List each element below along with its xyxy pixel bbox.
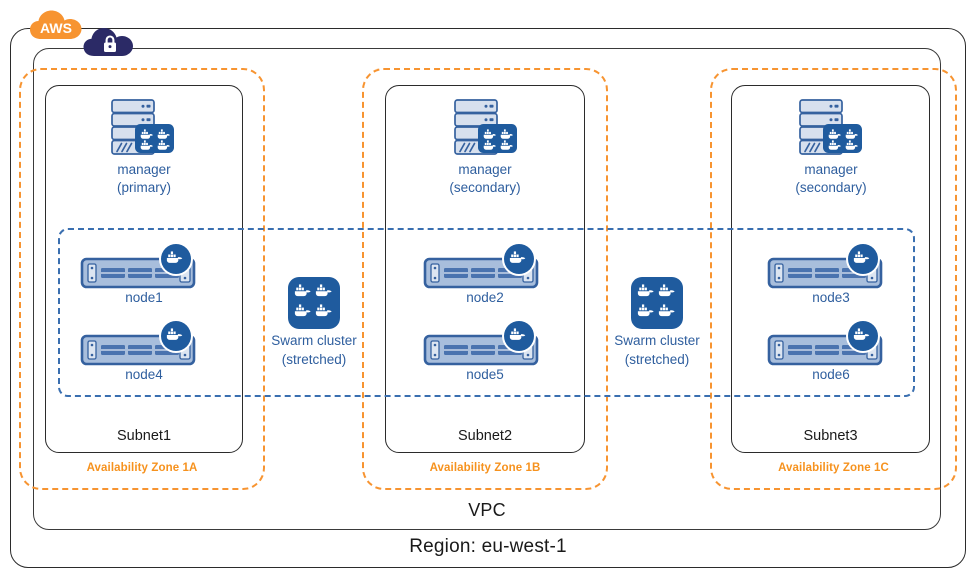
swarm-cluster-icon-1	[288, 277, 340, 329]
swarm-cluster-stretched-boundary	[58, 228, 915, 397]
subnet3-boundary	[731, 85, 930, 453]
subnet1-boundary	[45, 85, 243, 453]
node6-label: node6	[812, 367, 850, 382]
region-label: Region: eu-west-1	[409, 536, 567, 557]
node4-icon	[80, 319, 204, 376]
node1-label: node1	[125, 290, 163, 305]
manager-secondary-b-icon	[450, 98, 524, 160]
node3-icon	[767, 242, 891, 299]
manager-primary-icon	[107, 98, 181, 160]
availability-zone-1a-label: Availability Zone 1A	[86, 462, 198, 474]
node4-label: node4	[125, 367, 163, 382]
subnet1-label: Subnet1	[116, 428, 172, 444]
manager-secondary-c-label: manager (secondary)	[746, 161, 916, 197]
manager-primary-role: (primary)	[117, 180, 171, 195]
manager-secondary-b-label: manager (secondary)	[400, 161, 570, 197]
node1-icon	[80, 242, 204, 299]
node2-icon	[423, 242, 547, 299]
swarm-cluster-1-label: Swarm cluster (stretched)	[244, 331, 384, 369]
manager-secondary-c-icon	[795, 98, 869, 160]
availability-zone-1b-label: Availability Zone 1B	[429, 462, 541, 474]
manager-secondary-b-name: manager	[458, 162, 512, 177]
swarm-cluster-icon-2	[631, 277, 683, 329]
availability-zone-1a-boundary	[19, 68, 265, 490]
availability-zone-1b-boundary	[362, 68, 608, 490]
swarm-cluster-2-subtitle: (stretched)	[624, 352, 690, 367]
vpc-boundary	[33, 48, 941, 530]
manager-secondary-b-role: (secondary)	[449, 180, 521, 195]
swarm-cluster-2-label: Swarm cluster (stretched)	[587, 331, 727, 369]
subnet2-boundary	[385, 85, 585, 453]
swarm-cluster-1-title: Swarm cluster	[271, 333, 357, 348]
node2-label: node2	[466, 290, 504, 305]
swarm-cluster-1-subtitle: (stretched)	[281, 352, 347, 367]
vpc-lock-cloud-icon	[82, 22, 144, 62]
subnet2-label: Subnet2	[457, 428, 513, 444]
node5-icon	[423, 319, 547, 376]
node5-label: node5	[466, 367, 504, 382]
node3-label: node3	[812, 290, 850, 305]
subnet3-label: Subnet3	[803, 428, 858, 444]
manager-primary-label: manager (primary)	[59, 161, 229, 197]
swarm-cluster-2-title: Swarm cluster	[614, 333, 700, 348]
availability-zone-1c-boundary	[710, 68, 957, 490]
availability-zone-1c-label: Availability Zone 1C	[778, 462, 889, 474]
aws-logo-text: AWS	[40, 20, 72, 36]
vpc-label: VPC	[468, 500, 506, 520]
aws-cloud-icon: AWS	[28, 6, 94, 46]
manager-primary-name: manager	[117, 162, 171, 177]
manager-secondary-c-name: manager	[804, 162, 858, 177]
manager-secondary-c-role: (secondary)	[795, 180, 867, 195]
node6-icon	[767, 319, 891, 376]
region-boundary	[10, 28, 966, 568]
